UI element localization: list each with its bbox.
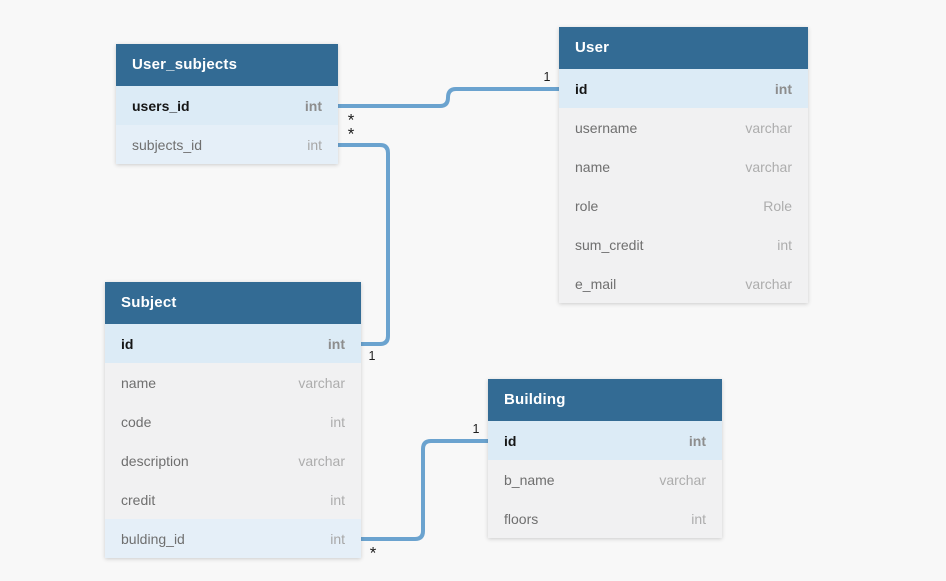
field-type: varchar xyxy=(298,374,345,391)
table-header-building[interactable]: Building xyxy=(488,379,722,421)
table-header-subject[interactable]: Subject xyxy=(105,282,361,324)
field-row-credit[interactable]: credit int xyxy=(105,480,361,519)
field-name: description xyxy=(121,452,189,469)
cardinality-label-usersid-many: * xyxy=(347,110,355,130)
field-type: int xyxy=(688,432,706,449)
field-row-description[interactable]: description varchar xyxy=(105,441,361,480)
field-type: int xyxy=(330,491,345,508)
field-row-subject-id[interactable]: id int xyxy=(105,324,361,363)
field-name: id xyxy=(504,432,517,449)
field-row-users-id[interactable]: users_id int xyxy=(116,86,338,125)
field-row-building-id[interactable]: id int xyxy=(488,421,722,460)
field-name: subjects_id xyxy=(132,136,203,153)
field-name: name xyxy=(575,158,611,175)
field-name: b_name xyxy=(504,471,555,488)
cardinality-label-building-one: 1 xyxy=(472,421,480,436)
field-row-sum-credit[interactable]: sum_credit int xyxy=(559,225,808,264)
field-row-floors[interactable]: floors int xyxy=(488,499,722,538)
field-name: sum_credit xyxy=(575,236,644,253)
field-row-b-name[interactable]: b_name varchar xyxy=(488,460,722,499)
table-user[interactable]: User id int username varchar name varcha… xyxy=(559,27,808,303)
table-building[interactable]: Building id int b_name varchar floors in… xyxy=(488,379,722,538)
field-type: int xyxy=(777,236,792,253)
cardinality-label-user-one: 1 xyxy=(543,69,551,84)
field-type: Role xyxy=(763,197,792,214)
field-type: varchar xyxy=(745,119,792,136)
table-user-subjects[interactable]: User_subjects users_id int subjects_id i… xyxy=(116,44,338,164)
field-name: bulding_id xyxy=(121,530,185,547)
field-type: int xyxy=(307,136,322,153)
field-row-name[interactable]: name varchar xyxy=(559,147,808,186)
field-type: int xyxy=(327,335,345,352)
field-type: varchar xyxy=(659,471,706,488)
field-name: users_id xyxy=(132,97,190,114)
field-row-subject-name[interactable]: name varchar xyxy=(105,363,361,402)
relationship-line-usersubjects-subject[interactable] xyxy=(338,143,390,346)
field-name: id xyxy=(575,80,588,97)
field-row-bulding-id[interactable]: bulding_id int xyxy=(105,519,361,558)
field-row-e-mail[interactable]: e_mail varchar xyxy=(559,264,808,303)
field-type: varchar xyxy=(745,275,792,292)
field-name: id xyxy=(121,335,134,352)
table-header-user[interactable]: User xyxy=(559,27,808,69)
field-name: role xyxy=(575,197,599,214)
field-type: int xyxy=(330,530,345,547)
cardinality-label-subject-one: 1 xyxy=(368,348,376,363)
field-row-role[interactable]: role Role xyxy=(559,186,808,225)
table-subject[interactable]: Subject id int name varchar code int des… xyxy=(105,282,361,558)
field-type: varchar xyxy=(298,452,345,469)
field-type: int xyxy=(304,97,322,114)
cardinality-label-subjectsid-many: * xyxy=(347,124,355,144)
field-name: floors xyxy=(504,510,539,527)
relationship-line-subject-building[interactable] xyxy=(361,439,488,541)
field-row-user-id[interactable]: id int xyxy=(559,69,808,108)
field-name: credit xyxy=(121,491,156,508)
field-name: username xyxy=(575,119,638,136)
table-header-user-subjects[interactable]: User_subjects xyxy=(116,44,338,86)
field-type: int xyxy=(774,80,792,97)
field-name: e_mail xyxy=(575,275,617,292)
field-name: name xyxy=(121,374,157,391)
field-type: varchar xyxy=(745,158,792,175)
field-type: int xyxy=(691,510,706,527)
field-name: code xyxy=(121,413,152,430)
cardinality-label-buldingid-many: * xyxy=(369,543,377,563)
field-row-subjects-id[interactable]: subjects_id int xyxy=(116,125,338,164)
relationship-line-usersubjects-user[interactable] xyxy=(338,87,559,108)
field-row-code[interactable]: code int xyxy=(105,402,361,441)
field-type: int xyxy=(330,413,345,430)
field-row-username[interactable]: username varchar xyxy=(559,108,808,147)
